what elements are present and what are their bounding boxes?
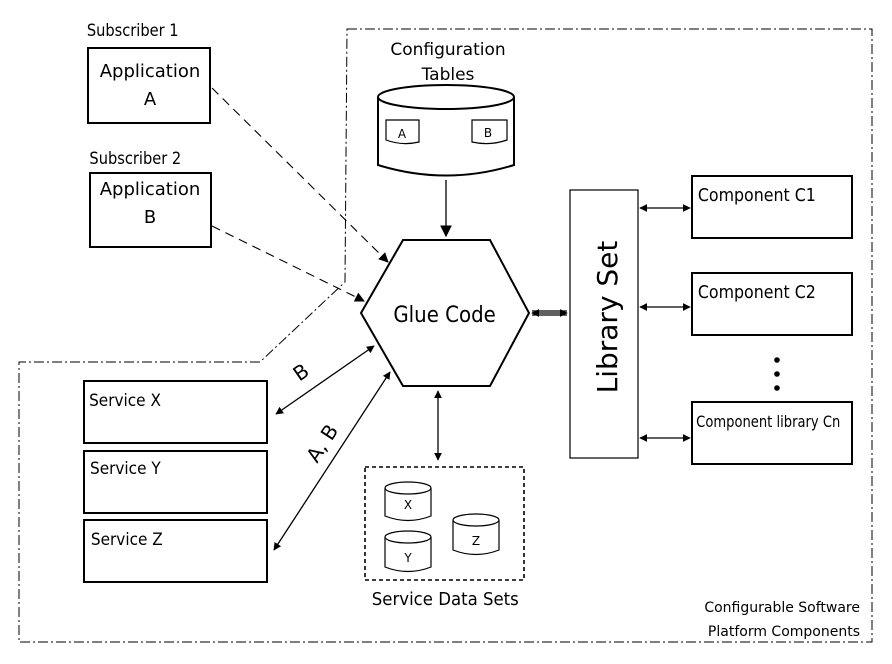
config-tables-title-line1: Configuration: [390, 40, 505, 60]
service-y-label: Service Y: [90, 458, 161, 478]
config-table-a-label: A: [398, 127, 407, 141]
service-x-label: Service X: [89, 390, 161, 410]
dataset-x-cylinder: [384, 481, 432, 522]
service-x-box: [83, 380, 268, 444]
glue-code-hexagon: [359, 239, 531, 387]
component-cn-label: Component library Cn: [696, 413, 840, 432]
config-tables-cylinder: [377, 84, 515, 177]
subscriber-1-title: Subscriber 1: [87, 20, 179, 40]
library-set-label: Library Set: [591, 241, 624, 394]
dataset-z-label: Z: [472, 534, 480, 548]
application-a-label-line2: A: [144, 89, 157, 110]
component-cn-box: [691, 401, 853, 465]
glue-code-label: Glue Code: [393, 302, 495, 327]
dataset-y-label: Y: [403, 551, 412, 565]
config-table-b-label: B: [484, 126, 492, 140]
app-b-to-glue-connector: [211, 225, 365, 302]
glue-library-link: [531, 309, 568, 317]
config-tables-title-line2: Tables: [421, 65, 475, 85]
datasets-label: Service Data Sets: [372, 589, 519, 610]
application-b-label-line2: B: [144, 207, 156, 228]
dataset-z-cylinder: [452, 513, 500, 556]
application-a-box: [87, 47, 211, 124]
dataset-x-label: X: [404, 498, 412, 512]
datasets-box: [364, 466, 525, 581]
subscriber-2-title: Subscriber 2: [89, 148, 181, 168]
platform-label-line2: Platform Components: [708, 624, 860, 640]
glue-service-z-arrow: [273, 371, 391, 551]
component-c2-box: [691, 272, 853, 336]
app-a-to-glue-connector: [211, 87, 389, 263]
service-z-label: Service Z: [91, 529, 163, 549]
library-set-box: [569, 189, 639, 459]
ellipsis-dots: [774, 357, 780, 391]
dataset-y-cylinder: [384, 530, 432, 573]
service-x-edge-label: B: [288, 358, 313, 386]
application-b-box: [89, 172, 212, 248]
service-z-edge-label: A, B: [301, 420, 343, 467]
service-z-box: [83, 519, 268, 583]
platform-label-line1: Configurable Software: [704, 600, 860, 616]
component-c2-label: Component C2: [698, 281, 816, 302]
component-c1-label: Component C1: [698, 184, 816, 205]
glue-service-x-arrow: [275, 345, 375, 415]
service-y-box: [83, 450, 268, 514]
component-c1-box: [691, 175, 853, 239]
application-b-label-line1: Application: [100, 179, 201, 200]
platform-boundary: [18, 28, 873, 643]
application-a-label-line1: Application: [100, 61, 201, 82]
